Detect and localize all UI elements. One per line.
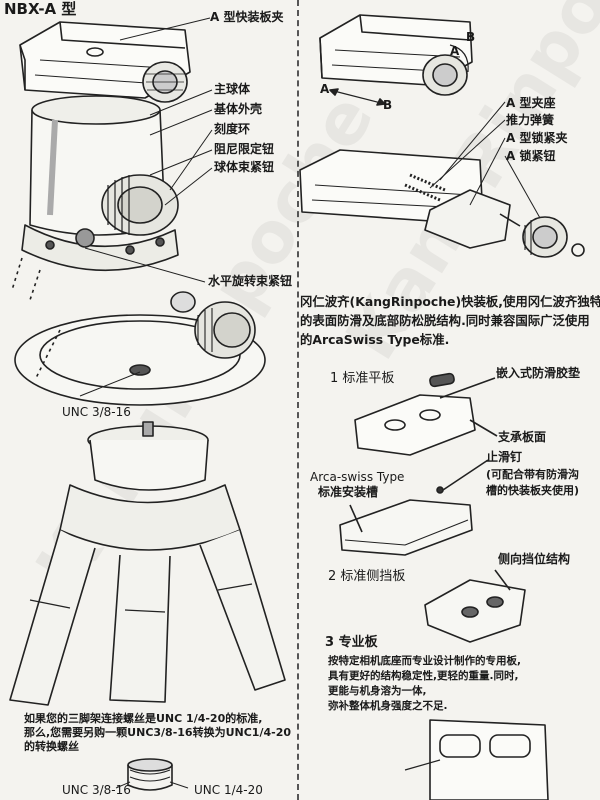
label-stop-pin-note: (可配合带有防滑沟 [486,468,580,481]
model-title: NBX-A 型 [4,0,77,18]
label-side-stop: 侧向挡位结构 [498,552,571,566]
arrow-label-a-top: A [450,44,460,58]
label-pan-lock-knob: 水平旋转束紧钮 [208,274,293,288]
tripod-illustration [9,421,286,706]
label-ball-lock-knob: 球体束紧钮 [214,160,275,174]
arrow-label-b: B [383,98,393,112]
pro-plate-line: 具有更好的结构稳定性,更轻的重量.同时, [328,670,519,682]
label-damping-knob: 阻尼限定钮 [214,142,275,156]
pro-plate-description: 按特定相机底座而专业设计制作的专用板, 具有更好的结构稳定性,更轻的重量.同时,… [328,654,521,714]
label-unc-thread: UNC 3/8-16 [62,405,131,419]
arrow-label-b-top: B [466,30,476,44]
clamp-exploded-illustration [299,149,585,258]
label-scale-ring: 刻度环 [214,122,251,136]
leader-lines-left [84,17,213,283]
label-main-ball: 主球体 [214,82,251,96]
label-a-lock-clamp: A 型锁紧夹 [506,131,568,145]
pro-plate-line: 弥补整体机身强度之不足. [328,700,448,712]
ballhead-illustration [11,21,191,301]
pro-plate-illustration [404,719,549,800]
label-base-shell: 基体外壳 [214,102,263,116]
adapter-note: 如果您的三脚架连接螺丝是UNC 1/4-20的标准, 那么,您需要另购一颗UNC… [24,712,291,754]
pro-plate-line: 更能与机身溶为一体, [328,685,427,697]
adapter-right-thread: UNC 1/4-20 [194,783,263,797]
plate-intro: 冈仁波齐(KangRinpoche)快装板,使用冈仁波齐独特 的表面防滑及底部防… [300,292,600,349]
column-divider [297,0,299,800]
label-push-spring: 推力弹簧 [506,113,555,127]
leader-lines-right [429,101,541,219]
label-stop-pin-note: 槽的快装板夹使用) [486,484,580,497]
pro-plate-line: 按特定相机底座而专业设计制作的专用板, [328,655,521,667]
base-bottom-illustration [14,291,266,406]
label-embedded-pad: 嵌入式防滑胶垫 [496,366,581,380]
label-stop-pin: 止滑钉 [486,450,523,464]
clamp-top-illustration [319,14,473,106]
label-arca-slot: 标准安装槽 [318,485,379,499]
adapter-left-thread: UNC 3/8-16 [62,783,131,797]
adapter-screw-illustration [115,758,189,791]
adapter-note-line: 的转换螺丝 [24,740,79,753]
adapter-note-line: 那么,您需要另购一颗UNC3/8-16转换为UNC1/4-20 [24,726,291,739]
label-support-surface: 支承板面 [498,430,547,444]
plate-intro-line: 的ArcaSwiss Type标准. [300,332,450,347]
plate-intro-line: 的表面防滑及底部防松脱结构.同时兼容国际广泛使用 [300,313,590,328]
label-a-lock-knob: A 锁紧钮 [506,149,556,163]
flat-plate-illustration [339,372,498,556]
section-1-title: 1 标准平板 [330,371,395,386]
side-stop-plate-illustration [424,569,526,643]
label-a-clamp-seat: A 型夹座 [506,96,556,110]
section-3-title: 3 专业板 [325,635,378,650]
label-arca-type: Arca-swiss Type [310,470,405,484]
plate-intro-line: 冈仁波齐(KangRinpoche)快装板,使用冈仁波齐独特 [300,294,600,309]
adapter-note-line: 如果您的三脚架连接螺丝是UNC 1/4-20的标准, [24,712,263,725]
arrow-label-a: A [320,82,330,96]
section-2-title: 2 标准侧挡板 [328,569,406,584]
label-a-clamp: A 型快装板夹 [210,10,284,24]
